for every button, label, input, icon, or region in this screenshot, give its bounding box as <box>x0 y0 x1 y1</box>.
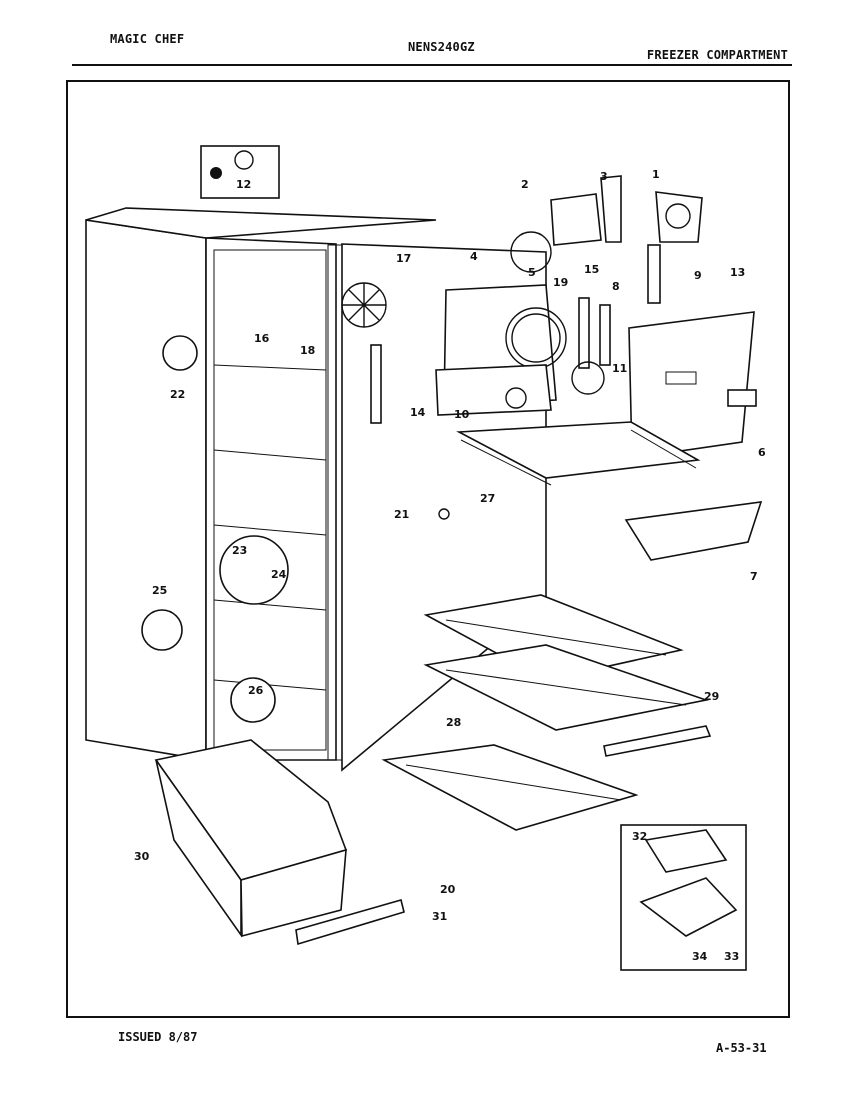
door-hardware <box>141 335 450 723</box>
callout-20: 20 <box>440 883 456 896</box>
exploded-parts-diagram: 1 2 3 4 5 6 7 8 9 10 11 12 13 14 15 16 1… <box>85 145 766 971</box>
evaporator-assembly <box>341 175 703 424</box>
callout-32: 32 <box>632 830 647 843</box>
callout-14: 14 <box>410 406 426 419</box>
callout-4: 4 <box>470 250 478 263</box>
callout-12: 12 <box>236 178 251 191</box>
header-rule <box>72 64 792 66</box>
callout-30: 30 <box>134 850 150 863</box>
callout-5: 5 <box>528 266 536 279</box>
callout-16: 16 <box>254 332 270 345</box>
callout-29: 29 <box>704 690 719 703</box>
callout-34: 34 <box>692 950 708 963</box>
callout-11: 11 <box>612 362 627 375</box>
model-number: NENS240GZ <box>408 40 475 54</box>
callout-21: 21 <box>394 508 409 521</box>
callout-7: 7 <box>750 570 758 583</box>
callout-22: 22 <box>170 388 185 401</box>
callout-28: 28 <box>446 716 461 729</box>
bin-30 <box>154 739 348 938</box>
shelves <box>381 421 710 831</box>
section-title: FREEZER COMPARTMENT <box>646 48 788 62</box>
callout-18: 18 <box>300 344 315 357</box>
callout-10: 10 <box>454 408 470 421</box>
callout-6: 6 <box>758 446 766 459</box>
brand-name: MAGIC CHEF <box>110 32 185 46</box>
callout-25: 25 <box>152 584 167 597</box>
callout-23: 23 <box>232 544 247 557</box>
callout-9: 9 <box>694 269 702 282</box>
callout-19: 19 <box>553 276 568 289</box>
callout-labels: 1 2 3 4 5 6 7 8 9 10 11 12 13 14 15 16 1… <box>134 168 766 963</box>
back-panel <box>628 311 757 459</box>
issued-date: ISSUED 8/87 <box>118 1030 198 1044</box>
callout-24: 24 <box>271 568 287 581</box>
tray-7 <box>624 501 763 561</box>
callout-26: 26 <box>248 684 264 697</box>
callout-1: 1 <box>652 168 660 181</box>
callout-8: 8 <box>612 280 620 293</box>
callout-2: 2 <box>521 178 529 191</box>
ice-inset <box>620 824 747 971</box>
page-reference: A-53-31 <box>716 1041 767 1055</box>
callout-17: 17 <box>396 252 411 265</box>
callout-15: 15 <box>584 263 599 276</box>
part-12-inset <box>200 145 280 199</box>
callout-13: 13 <box>730 266 745 279</box>
callout-27: 27 <box>480 492 495 505</box>
trim-strips <box>295 725 712 946</box>
callout-3: 3 <box>600 170 608 183</box>
callout-31: 31 <box>432 910 447 923</box>
diagram-frame <box>66 80 790 1018</box>
callout-33: 33 <box>724 950 739 963</box>
